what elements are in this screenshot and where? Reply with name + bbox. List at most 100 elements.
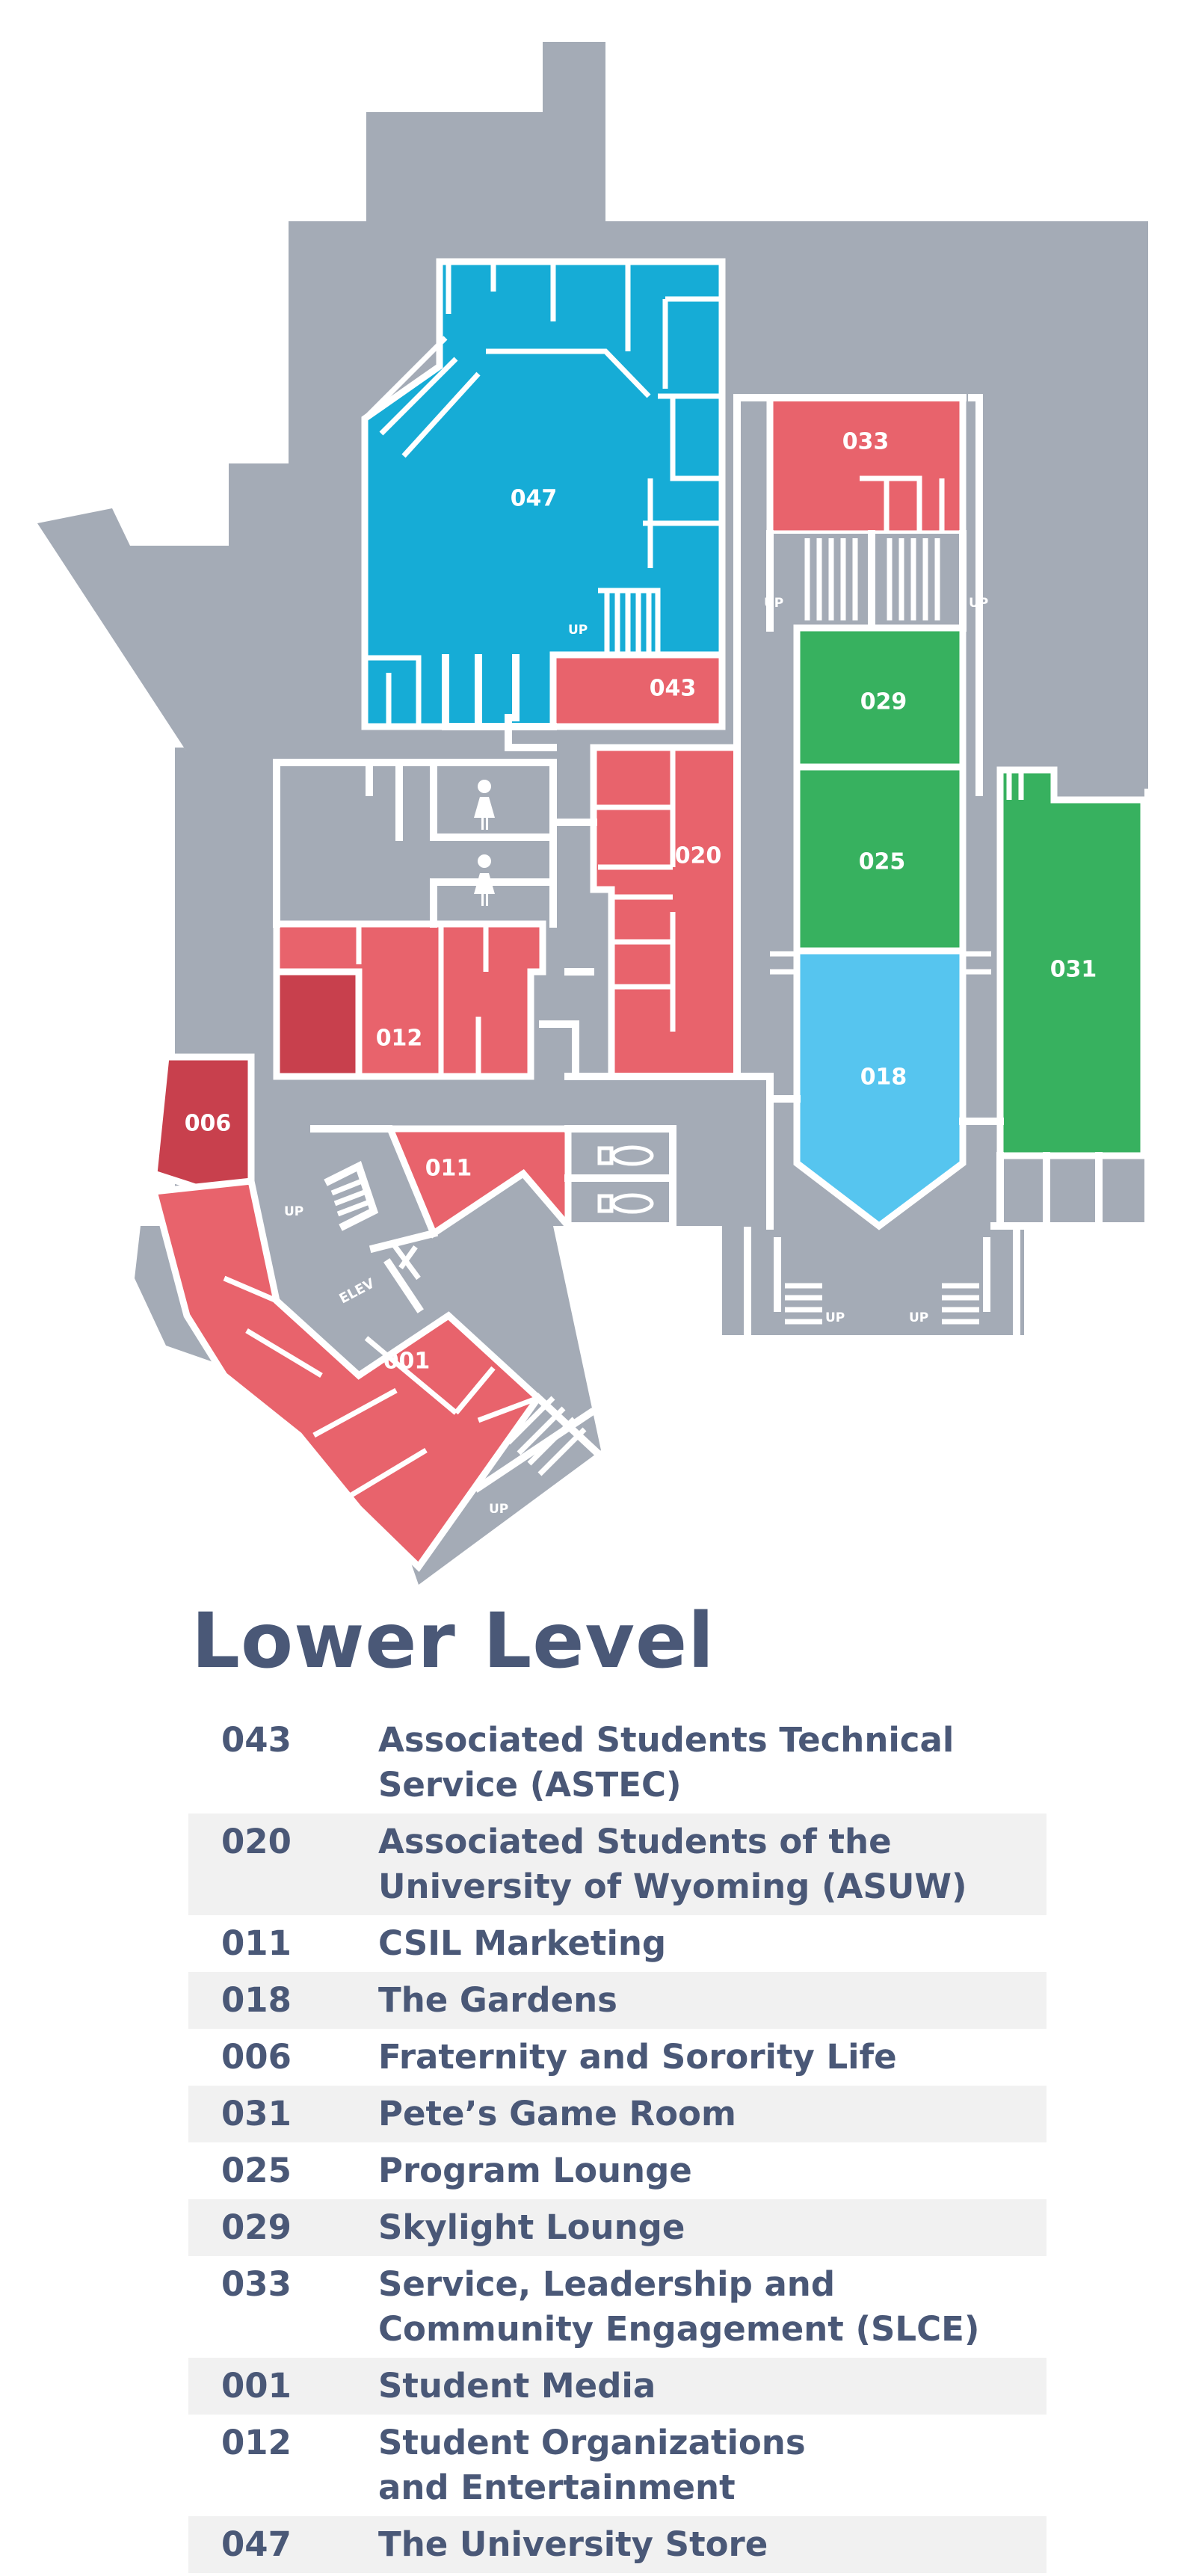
legend-room-name: The University Store [378,2516,1046,2574]
legend-row-006[interactable]: 006 Fraternity and Sorority Life [188,2029,1046,2086]
legend-room-name-line: Student Organizations [378,2423,806,2463]
floor-plan-svg: 047 033 043 029 020 025 031 012 018 006 … [37,42,1152,1585]
legend-room-name-line: Service (ASTEC) [378,1765,682,1805]
room-029[interactable] [793,624,967,771]
room-011-label: 011 [425,1156,472,1182]
room-001-label: 001 [383,1349,431,1375]
legend-room-code: 031 [188,2086,378,2143]
stair-up-label: UP [969,596,988,611]
southwest-corridor [310,1125,439,1313]
legend-room-code: 029 [188,2199,378,2257]
legend-room-name-line: Fraternity and Sorority Life [378,2037,897,2077]
legend-room-name-line: Associated Students of the [378,1822,892,1862]
central-corridor-walls [273,759,741,1080]
legend-room-name: Student Media [378,2358,1046,2415]
legend-title: Lower Level [191,1597,715,1686]
legend-room-code: 006 [221,2037,292,2077]
room-012[interactable] [273,920,546,1080]
room-020-label: 020 [675,843,722,869]
legend-room-name: Fraternity and Sorority Life [378,2029,1046,2086]
legend-room-name-line: Community Engagement (SLCE) [378,2309,980,2349]
room-031-label: 031 [1050,957,1097,983]
room-031[interactable] [996,766,1147,1230]
room-029-label: 029 [860,689,907,715]
legend-room-code: 033 [221,2264,292,2305]
stair-up-label: UP [489,1502,508,1517]
room-025-label: 025 [859,849,906,875]
legend-room-code: 018 [188,1972,378,2030]
legend-room-name-line: Pete’s Game Room [378,2094,736,2134]
restroom-women-icon [474,854,495,906]
room-001[interactable] [150,1177,608,1572]
outer-walls [733,394,1152,1230]
room-020[interactable] [590,744,741,1080]
floor-plan-map: 047 033 043 029 020 025 031 012 018 006 … [37,42,1152,1585]
room-043-label: 043 [650,676,697,702]
legend-room-code: 020 [188,1814,378,1916]
stair-up-label: UP [909,1310,928,1325]
south-stairs [744,1227,1020,1349]
room-033-label: 033 [842,429,890,455]
room-033[interactable] [766,394,967,537]
legend-room-name: The Gardens [378,1972,1046,2030]
legend-room-name-line: Service, Leadership and [378,2264,836,2305]
legend-room-name-line: The Gardens [378,1980,617,2021]
room-047[interactable] [361,258,726,730]
corridor-rooms [442,654,557,751]
legend-room-name: Skylight Lounge [378,2199,1046,2257]
room-025[interactable] [793,763,967,955]
legend-room-code: 012 [221,2423,292,2463]
toilet-icon [597,1193,654,1214]
room-047-label: 047 [511,486,558,512]
stair-up-label: UP [825,1310,845,1325]
room-012-label: 012 [376,1026,423,1052]
legend-room-name-line: Skylight Lounge [378,2207,685,2248]
legend-room-name-line: Student Media [378,2366,656,2406]
stairs-033 [766,394,983,796]
toilet-rooms [564,1125,676,1230]
legend-room-name-line: University of Wyoming (ASUW) [378,1867,967,1907]
room-043[interactable] [549,651,726,730]
toilet-icon [597,1145,654,1166]
stair-up-label: UP [568,623,588,638]
room-006-label: 006 [185,1111,232,1137]
legend-room-code: 043 [221,1720,292,1760]
legend-room-name: Program Lounge [378,2142,1046,2199]
restroom-women-icon [474,780,495,830]
legend-room-code: 011 [221,1923,292,1964]
legend-row-025[interactable]: 025 Program Lounge [188,2142,1046,2199]
legend-room-code: 025 [221,2151,292,2191]
legend-room-name-line: CSIL Marketing [378,1923,667,1964]
legend-room-name-line: The University Store [378,2524,768,2565]
legend-room-name: Pete’s Game Room [378,2086,1046,2143]
room-018-label: 018 [860,1064,907,1091]
stair-up-label: UP [764,596,783,611]
stair-up-label: UP [284,1204,303,1219]
room-011[interactable] [385,1125,572,1239]
room-legend: Lower Level 043 Associated Students Techn… [188,1597,1046,2574]
legend-room-name-line: and Entertainment [378,2468,736,2508]
legend-room-name: CSIL Marketing [378,1915,1046,1972]
legend-row-011[interactable]: 011 CSIL Marketing [188,1915,1046,1972]
stairs-icon [391,1242,421,1281]
legend-room-code: 047 [188,2516,378,2574]
legend-room-name-line: Program Lounge [378,2151,692,2191]
legend-room-code: 001 [188,2358,378,2415]
room-018[interactable] [770,947,991,1230]
legend-room-name: Student Organizations and Entertainment [378,2415,1046,2516]
legend-room-name-line: Associated Students Technical [378,1720,955,1760]
legend-row-012[interactable]: 012 Student Organizations and Entertainmen… [188,2415,1046,2516]
